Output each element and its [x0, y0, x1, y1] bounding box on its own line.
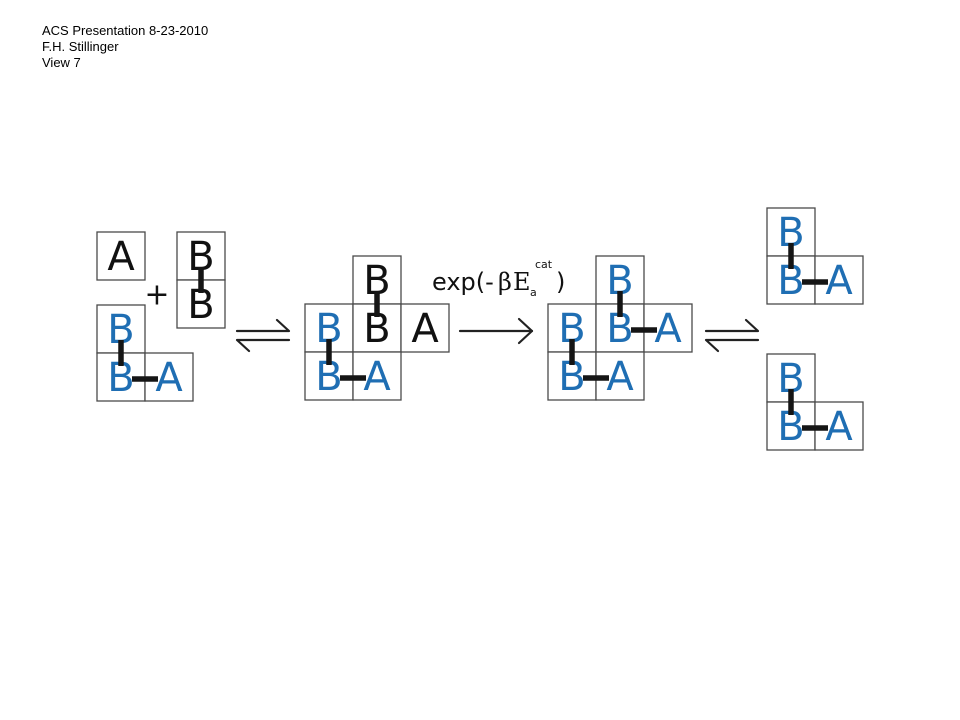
cell-box — [96, 231, 146, 281]
cell-letter: A — [606, 354, 634, 400]
rate-beta: β — [498, 268, 512, 296]
cell-letter: A — [825, 258, 853, 304]
cell-letter: A — [155, 355, 183, 401]
equilibrium-arrow-2 — [704, 318, 760, 353]
plus-sign: + — [144, 278, 169, 313]
cell-a: A — [400, 303, 450, 353]
header-text: ACS Presentation 8-23-2010 F.H. Stilling… — [42, 23, 208, 71]
cell-b: B — [352, 255, 402, 305]
cell-a: A — [595, 351, 645, 401]
cell-letter: A — [825, 404, 853, 450]
view-label: View 7 — [42, 55, 81, 70]
cell-a: A — [96, 231, 146, 281]
cell-a: A — [643, 303, 693, 353]
cell-letter: A — [654, 306, 682, 352]
forward-arrow — [458, 317, 534, 345]
rate-suffix: ) — [556, 268, 565, 296]
author-name: F.H. Stillinger — [42, 39, 119, 54]
cell-a: A — [814, 255, 864, 305]
rate-energy: E — [513, 268, 531, 296]
unit-monomer-a: A — [96, 231, 146, 281]
cell-letter: A — [107, 234, 135, 280]
rate-superscript: cat — [535, 258, 553, 271]
rate-subscript: a — [530, 286, 537, 299]
rate-expression: exp(- β E a cat ) — [432, 258, 565, 299]
unit-dimer-bb: BB — [176, 231, 226, 329]
cell-box — [400, 303, 450, 353]
presentation-title: ACS Presentation 8-23-2010 — [42, 23, 209, 38]
equilibrium-arrow-1 — [235, 318, 291, 353]
rate-prefix: exp(- — [432, 268, 494, 296]
cell-letter: A — [363, 354, 391, 400]
cell-letter: A — [411, 306, 439, 352]
cell-b: B — [176, 279, 226, 329]
